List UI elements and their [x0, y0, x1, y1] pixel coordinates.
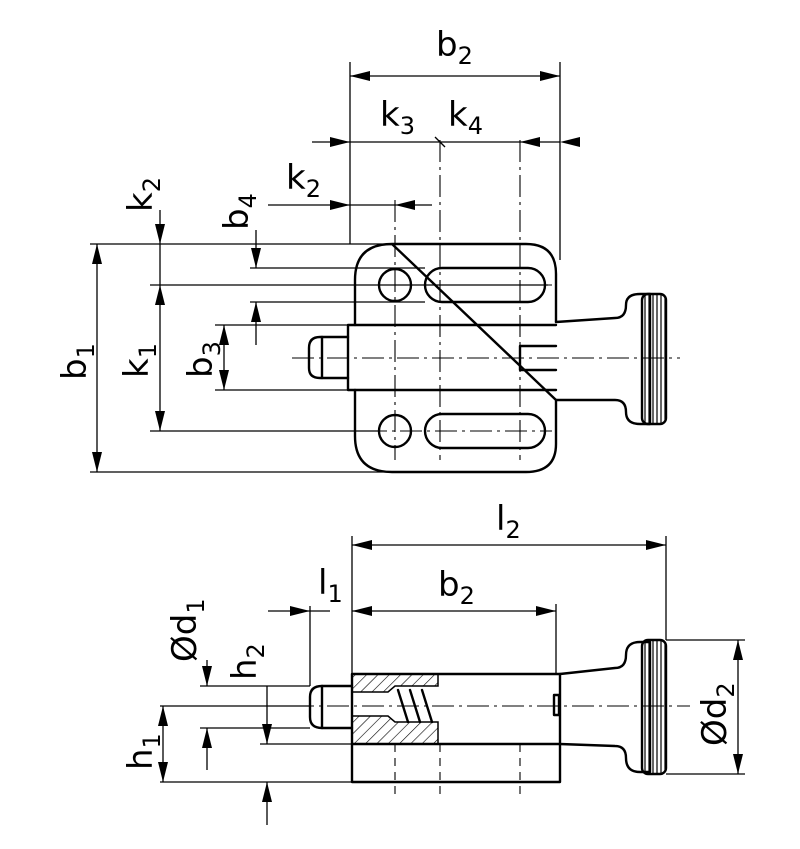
label-d2: Ød2 — [695, 682, 740, 746]
label-k4: k4 — [448, 95, 483, 140]
label-h1: h1 — [121, 733, 166, 770]
label-h2: h2 — [225, 643, 270, 680]
label-b2-top: b2 — [436, 25, 473, 70]
label-b1: b1 — [55, 343, 100, 380]
bottom-knob-knurl — [640, 638, 668, 776]
label-k3: k3 — [380, 95, 415, 140]
hatched-section-bottom — [351, 715, 439, 745]
label-l1: l1 — [318, 563, 343, 608]
bottom-shaft — [558, 640, 652, 774]
bottom-dimensions — [158, 536, 745, 825]
label-b3: b3 — [181, 341, 226, 378]
top-dimensions — [90, 62, 580, 473]
bottom-view — [292, 638, 690, 795]
label-k1: k1 — [117, 343, 162, 378]
hatched-section-top — [351, 673, 439, 693]
top-body-outline — [346, 242, 558, 474]
label-l2: l2 — [496, 499, 521, 544]
label-k2-horizontal: k2 — [286, 158, 321, 203]
top-shaft — [554, 292, 652, 426]
label-d1: Ød1 — [165, 598, 210, 662]
label-k2-vertical: k2 — [121, 177, 166, 212]
bottom-plunger-pin — [308, 684, 354, 730]
top-knob-knurl — [640, 292, 668, 426]
label-b2-bottom: b2 — [438, 565, 475, 610]
label-b4: b4 — [217, 193, 262, 230]
